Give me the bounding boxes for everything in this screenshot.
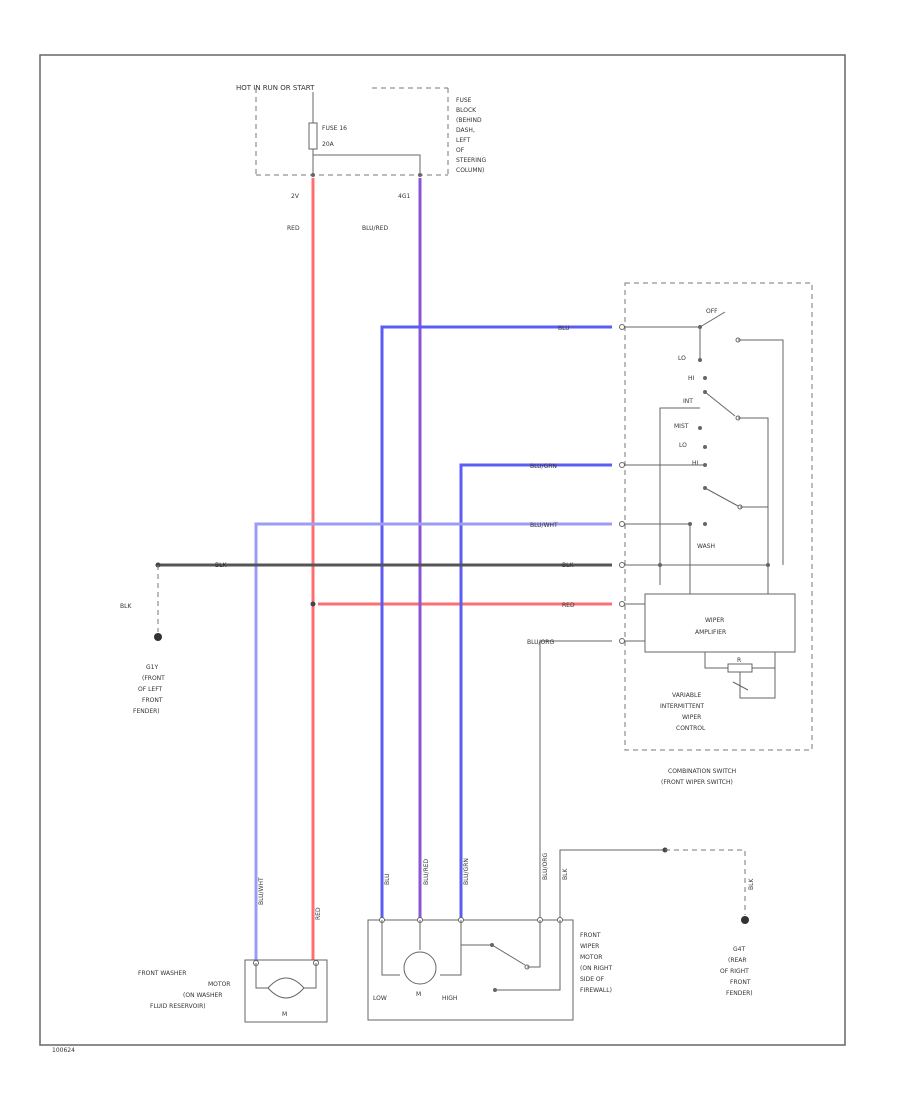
wiper-desc-1: FRONT — [580, 932, 601, 939]
wiper-desc-6: FIREWALL) — [580, 987, 612, 994]
wires — [158, 178, 612, 960]
switch-int-label: INT — [683, 398, 693, 405]
combo-switch-label-1: COMBINATION SWITCH — [668, 768, 736, 775]
label-blk-ground-left: BLK — [120, 603, 132, 610]
wiper-amplifier — [644, 593, 796, 653]
wiper-low-label: LOW — [373, 995, 387, 1002]
washer-motor-symbol: M — [282, 1011, 287, 1018]
wiper-desc-5: SIDE OF — [580, 976, 605, 983]
label-blu-org-motor: BLU/ORG — [542, 853, 549, 880]
fuse-location-7: STEERING — [456, 157, 486, 164]
wire-blu-org — [539, 640, 612, 918]
wiper-desc-4: (ON RIGHT — [580, 965, 613, 972]
switch-hi-label-2: HI — [692, 460, 699, 467]
label-red-bottom: RED — [315, 907, 322, 920]
label-blu-red-motor: BLU/RED — [423, 858, 430, 885]
fuse-pin-left: 2V — [291, 193, 300, 200]
switch-mist-label: MIST — [674, 423, 689, 430]
ground-right-icon — [741, 916, 749, 924]
int-control-4: CONTROL — [676, 725, 706, 732]
fuse-location-6: OF — [456, 147, 465, 154]
int-control-1: VARIABLE — [672, 692, 701, 699]
fuse-location-2: BLOCK — [456, 107, 477, 114]
fuse-location-8: COLUMN) — [456, 167, 484, 174]
label-red-amp: RED — [562, 602, 575, 609]
wiper-motor-symbol: M — [416, 991, 421, 998]
ground-right-desc-1: (REAR — [728, 957, 747, 964]
amplifier-line-2: AMPLIFIER — [695, 629, 726, 636]
switch-wash-label: WASH — [697, 543, 715, 550]
ground-left-desc-2: OF LEFT — [138, 686, 163, 693]
washer-desc-2: MOTOR — [208, 981, 230, 988]
fuse-location-3: (BEHIND — [456, 117, 482, 124]
switch-off-label: OFF — [706, 308, 718, 315]
washer-motor: M FRONT WASHER MOTOR (ON WASHER FLUID RE… — [138, 959, 328, 1023]
ground-left-desc-4: FENDER) — [133, 708, 160, 715]
label-blu-wht: BLU/WHT — [530, 522, 558, 529]
switch-lo-label-1: LO — [678, 355, 686, 362]
fuse-pin-right: 4G1 — [398, 193, 410, 200]
label-blu-motor: BLU — [384, 873, 391, 885]
combo-switch-label-2: (FRONT WIPER SWITCH) — [661, 779, 733, 786]
combination-switch: OFF LO HI INT MIST LO HI WASH WIPER — [619, 282, 813, 751]
diagram-frame — [39, 54, 846, 1046]
ground-left-icon — [154, 633, 162, 641]
fuse-symbol — [308, 122, 318, 150]
ground-left-id: G1Y — [146, 664, 158, 671]
ground-right-desc-4: FENDER) — [726, 990, 753, 997]
ground-left-desc-1: (FRONT — [142, 675, 165, 682]
label-blu-wht-bottom: BLU/WHT — [258, 877, 265, 905]
fuse-rating: 20A — [322, 141, 335, 148]
int-control-2: INTERMITTENT — [660, 703, 704, 710]
fuse-location-5: LEFT — [456, 137, 470, 144]
washer-desc-3: (ON WASHER — [183, 992, 222, 999]
label-blk-motor: BLK — [562, 868, 569, 880]
ground-right-id: G4T — [733, 946, 745, 953]
ground-right-desc-3: FRONT — [730, 979, 751, 986]
wiper-motor-icon — [403, 951, 437, 985]
fuse-block: HOT IN RUN OR START FUSE 16 20A FUSE BLO… — [236, 84, 486, 200]
ground-right-desc-2: OF RIGHT — [720, 968, 749, 975]
label-blu-org: BLU/ORG — [527, 639, 554, 646]
label-blu-off: BLU — [558, 325, 570, 332]
switch-lo-label-2: LO — [679, 442, 687, 449]
label-blk-left: BLK — [215, 562, 227, 569]
label-blk-right: BLK — [562, 562, 574, 569]
label-blu-grn: BLU/GRN — [530, 463, 557, 470]
wire-blu-wht — [254, 522, 612, 960]
fuse-name: FUSE 16 — [322, 125, 347, 132]
ground-right: G4T (REAR OF RIGHT FRONT FENDER) — [559, 847, 753, 997]
fuse-location-4: DASH, — [456, 127, 475, 134]
wiper-high-label: HIGH — [442, 995, 457, 1002]
splice-red — [310, 601, 316, 607]
switch-hi-label: HI — [688, 375, 695, 382]
fuse-location-1: FUSE — [456, 97, 472, 104]
diagram-id: 100624 — [52, 1047, 75, 1054]
washer-desc-1: FRONT WASHER — [138, 970, 186, 977]
resistor-label: R — [737, 657, 741, 664]
hot-label: HOT IN RUN OR START — [236, 84, 315, 92]
washer-desc-4: FLUID RESERVOIR) — [150, 1003, 206, 1010]
wiper-motor: M LOW HIGH FRONT WIPER MOTOR (ON RIGHT S… — [367, 917, 613, 1021]
label-blu-grn-motor: BLU/GRN — [463, 858, 470, 885]
wiper-desc-2: WIPER — [580, 943, 599, 950]
label-red-top: RED — [287, 225, 300, 232]
label-blk-ground-right: BLK — [748, 878, 755, 890]
resistor-symbol — [727, 663, 753, 673]
wiper-desc-3: MOTOR — [580, 954, 602, 961]
ground-left: BLK G1Y (FRONT OF LEFT FRONT FENDER) — [120, 565, 165, 715]
amplifier-line-1: WIPER — [705, 617, 724, 624]
ground-left-desc-3: FRONT — [142, 697, 163, 704]
wire-blu-off — [380, 325, 612, 918]
label-blured-top: BLU/RED — [362, 225, 389, 232]
wire-blu-grn — [459, 463, 612, 918]
int-control-3: WIPER — [682, 714, 701, 721]
